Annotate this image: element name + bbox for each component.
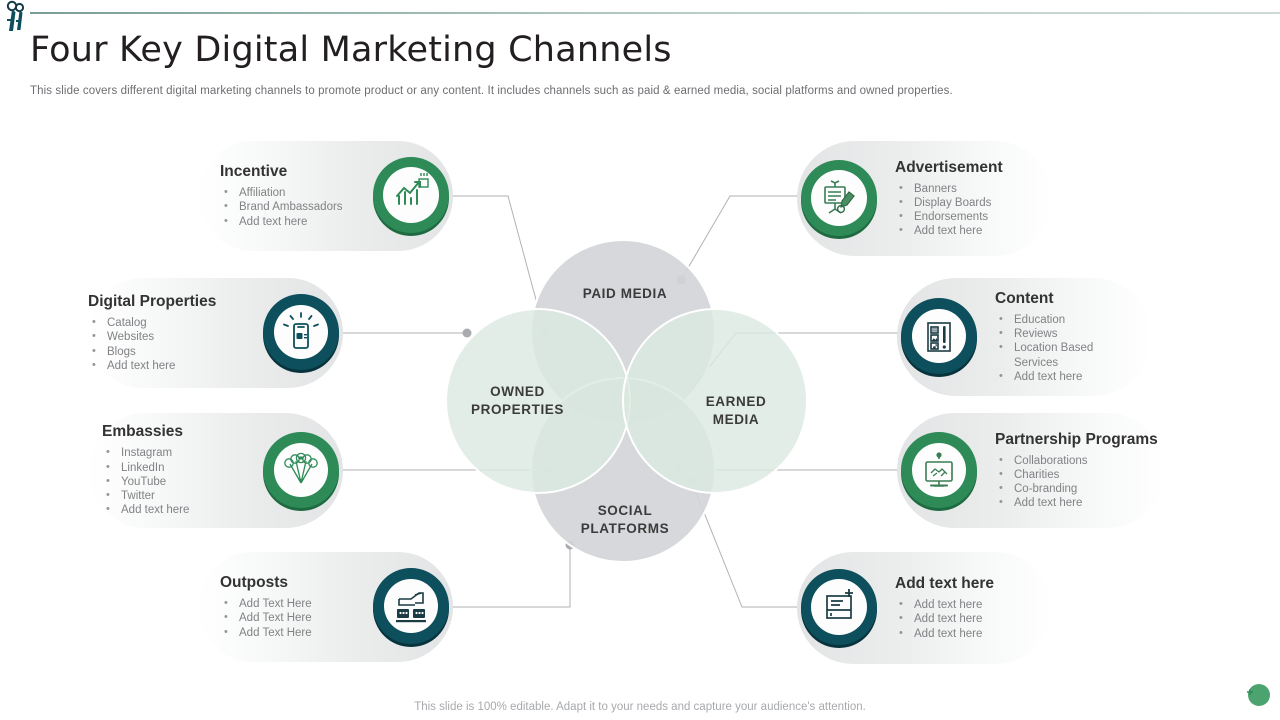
keys-icon — [6, 0, 25, 31]
page-title: Four Key Digital Marketing Channels — [30, 30, 672, 70]
card-embassies-bullets: Instagram LinkedIn YouTube Twitter Add t… — [102, 445, 251, 517]
card-content-title: Content — [995, 289, 1054, 307]
card-content[interactable]: Content Education Reviews Location Based… — [897, 278, 1152, 396]
footer-note: This slide is 100% editable. Adapt it to… — [414, 701, 866, 713]
venn-social-line1: SOCIAL — [597, 503, 653, 518]
card-digital-properties-bullets: Catalog Websites Blogs Add text here — [88, 315, 251, 373]
venn-diagram: PAID MEDIA OWNED PROPERTIES EARNED MEDIA… — [425, 215, 825, 585]
list-item: Catalog — [88, 315, 251, 330]
list-item: Add text here — [895, 626, 1043, 641]
list-item: Add text here — [895, 611, 1043, 626]
card-outposts-bullets: Add Text Here Add Text Here Add Text Her… — [220, 596, 361, 640]
card-embassies-title: Embassies — [102, 423, 183, 441]
venn-social-line2: PLATFORMS — [580, 521, 670, 536]
card-add-text-here[interactable]: Add text here Add text here Add text her… — [797, 552, 1052, 664]
list-item: Websites — [88, 329, 251, 344]
card-content-bullets: Education Reviews Location Based Service… — [995, 312, 1143, 384]
list-item: Add text here — [220, 214, 361, 229]
handshake-monitor-icon[interactable] — [897, 429, 981, 513]
card-outposts-title: Outposts — [220, 574, 289, 592]
list-item: Co-branding — [995, 481, 1157, 496]
growth-chart-icon[interactable] — [369, 154, 453, 238]
venn-label-owned-properties: OWNED PROPERTIES — [435, 383, 600, 419]
list-item: Instagram — [102, 445, 251, 460]
card-advertisement-bullets: Banners Display Boards Endorsements Add … — [895, 181, 1043, 239]
card-advertisement-title: Advertisement — [895, 158, 1003, 176]
card-incentive-title: Incentive — [220, 163, 288, 181]
list-item: Collaborations — [995, 453, 1157, 468]
card-add-text-here-bullets: Add text here Add text here Add text her… — [895, 597, 1043, 641]
list-item: Add text here — [995, 369, 1143, 384]
list-item: Services — [1014, 356, 1059, 369]
card-advertisement[interactable]: Advertisement Banners Display Boards End… — [797, 141, 1052, 256]
list-item: Add Text Here — [220, 596, 361, 611]
list-item: Add Text Here — [220, 610, 361, 625]
list-item: Endorsements — [895, 209, 1043, 224]
list-item: Add Text Here — [220, 625, 361, 640]
venn-label-social-platforms: SOCIAL PLATFORMS — [530, 502, 720, 538]
card-incentive[interactable]: Incentive Affiliation Brand Ambassadors … — [198, 141, 453, 251]
list-item: Display Boards — [895, 195, 1043, 210]
card-incentive-bullets: Affiliation Brand Ambassadors Add text h… — [220, 185, 361, 229]
add-document-icon[interactable] — [797, 566, 881, 650]
list-item: YouTube — [102, 474, 251, 489]
venn-label-earned-media: EARNED MEDIA — [661, 393, 811, 429]
card-embassies[interactable]: Embassies Instagram LinkedIn YouTube Twi… — [88, 413, 343, 528]
card-partnership-programs[interactable]: Partnership Programs Collaborations Char… — [897, 413, 1165, 528]
list-item: Charities — [995, 467, 1157, 482]
top-rule — [30, 12, 1280, 14]
venn-earned-line2: MEDIA — [712, 412, 760, 427]
list-item: Location Based — [995, 340, 1143, 355]
list-item: Blogs — [88, 343, 251, 359]
list-item: Add text here — [88, 358, 251, 373]
venn-earned-line1: EARNED — [705, 394, 767, 409]
kiosk-icon[interactable] — [369, 565, 453, 649]
list-item: Twitter — [102, 488, 251, 503]
card-digital-properties-title: Digital Properties — [88, 293, 217, 311]
venn-label-paid-media: PAID MEDIA — [582, 286, 668, 301]
billboard-pen-icon[interactable] — [797, 157, 881, 241]
list-item: Education — [995, 312, 1143, 327]
venn-owned-line1: OWNED — [490, 384, 545, 399]
list-item: Reviews — [995, 326, 1143, 341]
social-network-icon[interactable] — [259, 429, 343, 513]
list-item: Affiliation — [220, 185, 361, 200]
list-item: LinkedIn — [102, 460, 251, 475]
card-partnership-programs-title: Partnership Programs — [995, 430, 1158, 448]
list-item: Add text here — [895, 223, 1043, 238]
smartphone-icon[interactable] — [259, 291, 343, 375]
list-item: Brand Ambassadors — [220, 199, 361, 214]
card-digital-properties[interactable]: Digital Properties Catalog Websites Blog… — [88, 278, 343, 388]
page-subtitle: This slide covers different digital mark… — [30, 85, 953, 97]
card-add-text-here-title: Add text here — [895, 575, 995, 593]
card-outposts[interactable]: Outposts Add Text Here Add Text Here Add… — [198, 552, 453, 662]
document-list-icon[interactable] — [897, 295, 981, 379]
list-item: Add text here — [102, 502, 251, 517]
list-item: Banners — [895, 181, 1043, 196]
corner-decoration-circle — [1247, 684, 1270, 706]
list-item: Add text here — [895, 597, 1043, 612]
card-partnership-programs-bullets: Collaborations Charities Co-branding Add… — [995, 453, 1157, 511]
list-item: Add text here — [995, 495, 1157, 510]
venn-owned-line2: PROPERTIES — [470, 402, 565, 417]
